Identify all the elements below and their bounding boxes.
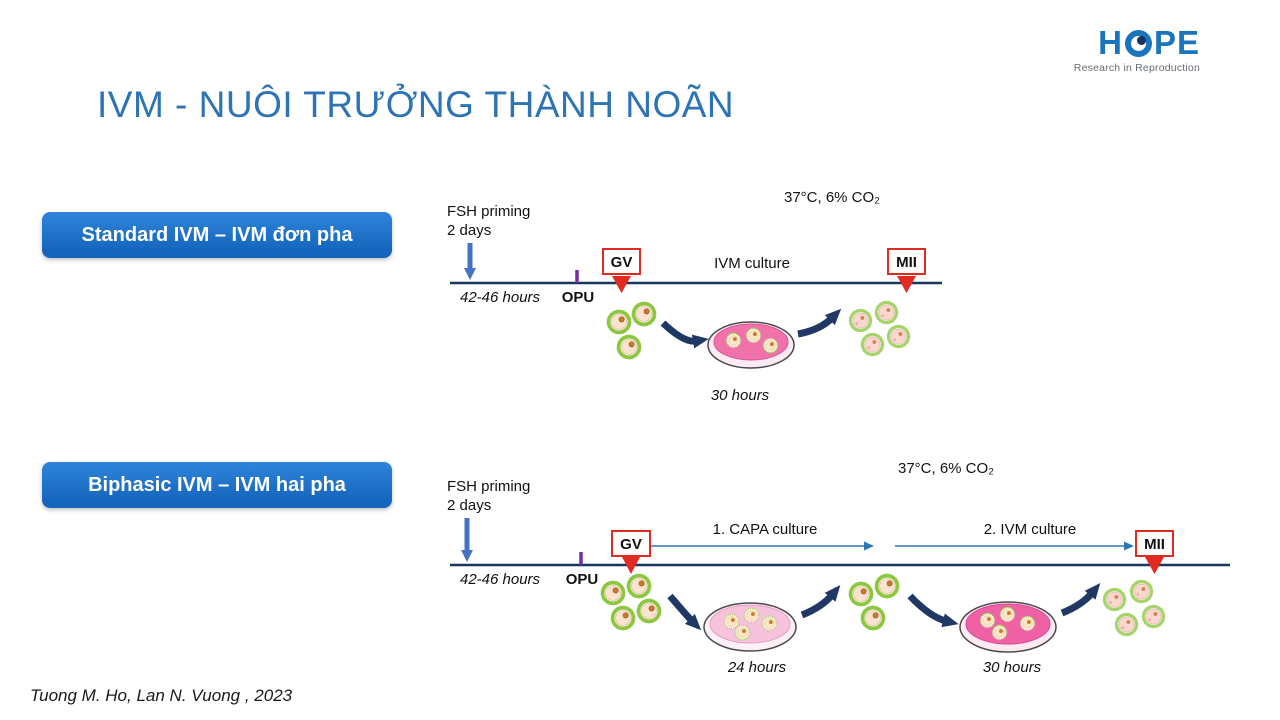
oocyte-icon	[762, 337, 779, 354]
oocyte-icon	[616, 334, 642, 360]
incubation-conditions-label: 37°C, 6% CO₂	[784, 189, 880, 206]
mii-triangle-pointer	[1145, 557, 1164, 574]
oocyte-icon	[636, 598, 662, 624]
gv-oocyte-cluster	[606, 301, 657, 360]
arrow-oocytes-to-capa-dish	[667, 593, 702, 631]
gv-triangle-pointer	[622, 557, 640, 574]
fsh-priming-label-line1: FSH priming	[447, 203, 530, 220]
oocyte-icon	[999, 606, 1016, 623]
mii-label: MII	[896, 254, 917, 271]
oocyte-icon	[761, 615, 778, 632]
arrow-oocytes-to-ivm-dish	[907, 593, 959, 628]
gv-label: GV	[620, 536, 642, 553]
fsh-priming-label-line2: 2 days	[447, 222, 491, 239]
hope-logo-word: H PE	[1074, 26, 1200, 59]
oocyte-icon	[606, 309, 632, 335]
arrow-oocytes-to-dish	[660, 320, 709, 349]
fsh-priming-label-line1: FSH priming	[447, 478, 530, 495]
slide-title: IVM - NUÔI TRƯỞNG THÀNH NOÃN	[97, 84, 735, 125]
oocyte-icon	[1019, 615, 1036, 632]
oocyte-icon	[626, 573, 652, 599]
hope-logo-pupil-icon	[1136, 36, 1146, 45]
oocyte-icon	[1102, 587, 1127, 612]
pre-timeline-hours-label: 42-46 hours	[460, 571, 541, 588]
petri-dish-capa	[703, 602, 797, 652]
oocyte-icon	[723, 613, 740, 630]
incubation-conditions-label: 37°C, 6% CO₂	[898, 460, 994, 477]
mii-triangle-pointer	[897, 276, 916, 293]
ivm-culture-phase-label: IVM culture	[714, 255, 790, 272]
capacitated-oocyte-cluster	[848, 573, 900, 631]
oocyte-icon	[745, 327, 762, 344]
gv-marker: GV	[602, 248, 641, 293]
capa-duration-label: 24 hours	[727, 659, 787, 676]
oocyte-icon	[725, 332, 742, 349]
arrow-ivm-dish-to-mii-oocytes	[1060, 583, 1101, 617]
hope-logo-letters-pe: PE	[1153, 24, 1200, 61]
pre-timeline-hours-label: 42-46 hours	[460, 289, 541, 306]
opu-label: OPU	[566, 571, 599, 588]
gv-marker: GV	[611, 530, 651, 574]
gv-oocyte-cluster	[600, 573, 662, 631]
oocyte-icon	[860, 332, 885, 357]
oocyte-icon	[610, 605, 636, 631]
oocyte-icon	[848, 308, 873, 333]
oocyte-icon	[848, 581, 874, 607]
petri-dish-biphasic-ivm	[959, 601, 1057, 653]
oocyte-icon	[874, 300, 899, 325]
fsh-priming-label-line2: 2 days	[447, 497, 491, 514]
biphasic-ivm-diagram: 37°C, 6% CO₂ FSH priming 2 days 1. CAPA …	[447, 460, 1230, 676]
mii-marker: MII	[1135, 530, 1174, 574]
citation: Tuong M. Ho, Lan N. Vuong , 2023	[30, 686, 293, 705]
ivm-duration-label: 30 hours	[711, 387, 770, 404]
biphasic-ivm-label: Biphasic IVM – IVM hai pha	[42, 462, 392, 508]
oocyte-icon	[874, 573, 900, 599]
oocyte-icon	[743, 607, 760, 624]
standard-ivm-label: Standard IVM – IVM đơn pha	[42, 212, 392, 258]
hope-logo-tagline: Research in Reproduction	[1073, 62, 1200, 74]
oocyte-icon	[886, 324, 911, 349]
gv-triangle-pointer	[612, 276, 631, 293]
ivm-duration-label: 30 hours	[983, 659, 1042, 676]
oocyte-icon	[1141, 604, 1166, 629]
oocyte-icon	[991, 624, 1008, 641]
standard-ivm-diagram: 37°C, 6% CO₂ FSH priming 2 days 42-46 ho…	[447, 189, 942, 404]
oocyte-icon	[600, 580, 626, 606]
hope-logo: H PE Research in Reproduction	[1074, 26, 1200, 74]
oocyte-icon	[1129, 579, 1154, 604]
gv-label: GV	[611, 254, 633, 271]
arrow-capa-dish-to-oocytes	[800, 585, 841, 619]
petri-dish-standard-ivm	[707, 321, 795, 369]
oocyte-icon	[1114, 612, 1139, 637]
oocyte-icon	[631, 301, 657, 327]
oocyte-icon	[860, 605, 886, 631]
mii-label: MII	[1144, 536, 1165, 553]
mii-oocyte-cluster	[1102, 579, 1166, 637]
opu-label: OPU	[562, 289, 595, 306]
arrow-dish-to-mii-oocytes	[797, 308, 842, 338]
oocyte-icon	[734, 624, 751, 641]
ivm-culture-phase-label: 2. IVM culture	[984, 521, 1077, 538]
mii-marker: MII	[887, 248, 926, 293]
oocyte-icon	[979, 612, 996, 629]
hope-logo-letter-h: H	[1098, 24, 1123, 61]
hope-logo-eye-icon	[1124, 30, 1152, 57]
mii-oocyte-cluster	[848, 300, 911, 357]
capa-culture-phase-label: 1. CAPA culture	[713, 521, 818, 538]
